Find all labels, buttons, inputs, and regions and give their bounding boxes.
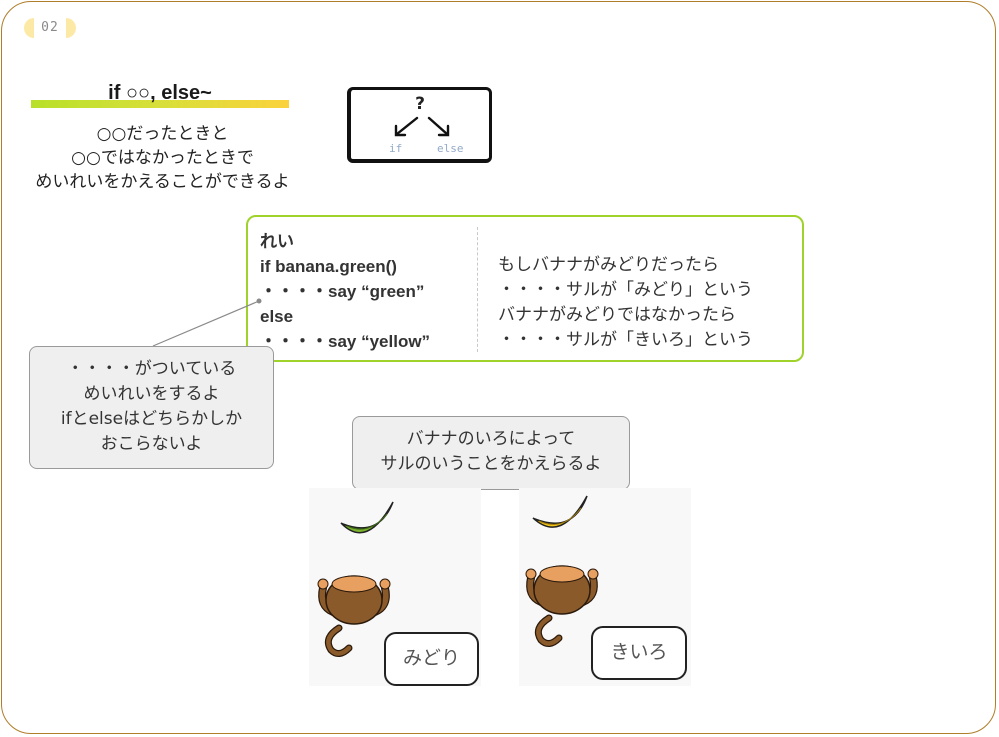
speech-bubble-green: みどり bbox=[384, 632, 479, 686]
code-line: if banana.green() bbox=[260, 257, 397, 276]
if-label: if bbox=[389, 142, 403, 155]
speech-bubble-yellow: きいろ bbox=[591, 626, 687, 680]
page-number: 02 bbox=[41, 20, 59, 35]
indent-explanation-note: ・・・・がついている めいれいをするよ ifとelseはどちらかしか おこらない… bbox=[29, 346, 274, 469]
badge-cap-left bbox=[24, 18, 34, 38]
banana-yellow-icon bbox=[532, 495, 588, 528]
code-line: else bbox=[260, 307, 294, 326]
branch-arrows-icon bbox=[394, 116, 450, 137]
monkey-icon bbox=[525, 565, 599, 647]
page-number-badge: 02 bbox=[24, 18, 76, 38]
slide-title-block: if ○○, else~ bbox=[31, 82, 289, 112]
intro-line: めいれいをかえることができるよ bbox=[35, 172, 290, 192]
intro-text: ○○だったときと ○○ではなかったときで めいれいをかえることができるよ bbox=[0, 122, 325, 194]
note-line: サルのいうことをかえらるよ bbox=[380, 454, 602, 474]
desc-line: バナナがみどりではなかったら bbox=[498, 305, 736, 325]
column-divider bbox=[477, 227, 478, 352]
badge-cap-right bbox=[66, 18, 76, 38]
intro-line: ○○ではなかったときで bbox=[71, 148, 254, 168]
desc-line: ・・・・サルが「みどり」という bbox=[498, 280, 753, 300]
note-line: めいれいをするよ bbox=[83, 384, 220, 404]
monkey-icon bbox=[317, 575, 391, 657]
desc-line: ・・・・サルが「きいろ」という bbox=[498, 330, 753, 350]
note-line: ・・・・がついている bbox=[66, 359, 237, 379]
example-box: れい if banana.green() ・・・・say “green” els… bbox=[246, 215, 804, 362]
title-highlight-bar bbox=[31, 100, 289, 108]
question-mark: ? bbox=[415, 94, 425, 114]
note-line: バナナのいろによって bbox=[406, 429, 576, 449]
scene-green-banana: みどり bbox=[309, 488, 481, 686]
note-line: おこらないよ bbox=[100, 434, 203, 454]
branch-diagram: ? if else bbox=[347, 87, 492, 163]
example-description: もしバナナがみどりだったら ・・・・サルが「みどり」という バナナがみどりではな… bbox=[498, 253, 753, 353]
note-line: ifとelseはどちらかしか bbox=[60, 409, 243, 429]
code-line: ・・・・say “green” bbox=[260, 282, 425, 301]
intro-line: ○○だったときと bbox=[96, 124, 229, 144]
banana-green-icon bbox=[340, 501, 394, 534]
example-code: れい if banana.green() ・・・・say “green” els… bbox=[260, 229, 430, 354]
code-line: ・・・・say “yellow” bbox=[260, 332, 431, 351]
else-label: else bbox=[437, 142, 464, 155]
desc-line: もしバナナがみどりだったら bbox=[498, 255, 719, 275]
example-heading: れい bbox=[260, 232, 294, 251]
result-explanation-note: バナナのいろによって サルのいうことをかえらるよ bbox=[352, 416, 630, 490]
slide-title: if ○○, else~ bbox=[108, 82, 212, 104]
scene-yellow-banana: きいろ bbox=[519, 488, 691, 686]
